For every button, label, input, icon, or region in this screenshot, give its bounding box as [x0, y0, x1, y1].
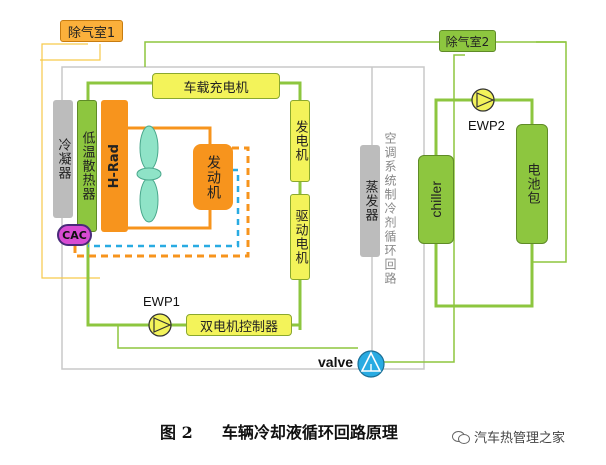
- ac-loop-label-text: 空调系统制冷剂循环回路: [383, 132, 397, 286]
- evaporator-label: 蒸发器: [362, 180, 378, 222]
- cac-label: CAC: [62, 228, 87, 242]
- low-temp-radiator-label: 低温散热器: [79, 131, 95, 201]
- green-loop-bottom: [86, 238, 300, 327]
- onboard-charger-label: 车载充电机: [183, 80, 249, 96]
- ac-loop-label: 空调系统制冷剂循环回路: [383, 132, 400, 288]
- watermark: 汽车热管理之家: [452, 427, 565, 446]
- condenser-label: 冷凝器: [55, 138, 71, 180]
- low-temp-radiator: 低温散热器: [77, 100, 97, 232]
- valve-chiller-line: [384, 54, 465, 363]
- drive-motor-label: 驱动电机: [292, 209, 308, 265]
- battery-loop-top: [434, 98, 472, 155]
- generator-label: 发电机: [292, 120, 308, 162]
- degas-1-drop-line: [40, 44, 101, 61]
- ewp2-pump-icon: [471, 88, 495, 112]
- ewp1-label-text: EWP1: [143, 294, 180, 309]
- engine: 发动机: [193, 144, 233, 210]
- h-rad-radiator: H-Rad: [101, 100, 128, 232]
- drive-motor: 驱动电机: [290, 194, 310, 280]
- radiator-fan: [136, 125, 162, 223]
- degas-chamber-1-label: 除气室1: [67, 25, 116, 41]
- ewp1-pump-icon: [148, 313, 172, 337]
- figure-number: 图 2: [160, 423, 193, 442]
- degas-2-vent-line: [144, 41, 440, 67]
- watermark-text: 汽车热管理之家: [474, 431, 566, 446]
- degas-chamber-2-label: 除气室2: [445, 34, 490, 49]
- generator: 发电机: [290, 100, 310, 182]
- wechat-icon: [452, 430, 470, 444]
- degas-1-vent-line: [41, 43, 100, 279]
- onboard-charger: 车载充电机: [152, 73, 280, 99]
- cac-cooler: CAC: [57, 224, 92, 246]
- valve-loop-line: [117, 325, 358, 349]
- engine-bypass-dashed: [73, 146, 250, 258]
- battery-loop-bottom: [434, 244, 534, 308]
- valve-icon: [357, 350, 385, 378]
- evaporator: 蒸发器: [360, 145, 380, 257]
- ewp2-label: EWP2: [468, 118, 505, 133]
- dual-motor-controller-label: 双电机控制器: [199, 319, 278, 335]
- valve-label: valve: [318, 354, 353, 370]
- dual-motor-controller: 双电机控制器: [186, 314, 292, 336]
- engine-loop-top: [128, 126, 212, 145]
- degas-chamber-2: 除气室2: [439, 30, 496, 52]
- battery-pack: 电池包: [516, 124, 548, 244]
- battery-loop-top-right: [494, 98, 534, 124]
- engine-label: 发动机: [205, 154, 221, 200]
- battery-pack-label: 电池包: [524, 163, 540, 205]
- chiller: chiller: [418, 155, 454, 244]
- engine-loop-bottom: [128, 210, 212, 230]
- valve-label-text: valve: [318, 354, 354, 370]
- degas-chamber-1: 除气室1: [60, 20, 123, 42]
- ewp2-label-text: EWP2: [468, 118, 505, 133]
- condenser: 冷凝器: [53, 100, 73, 218]
- chiller-label: chiller: [428, 181, 444, 218]
- h-rad-label: H-Rad: [107, 143, 122, 189]
- cac-dashed-line: [88, 168, 240, 248]
- figure-caption: 图 2 车辆冷却液循环回路原理: [160, 419, 398, 443]
- figure-title: 车辆冷却液循环回路原理: [221, 423, 398, 442]
- ewp1-label: EWP1: [143, 294, 180, 309]
